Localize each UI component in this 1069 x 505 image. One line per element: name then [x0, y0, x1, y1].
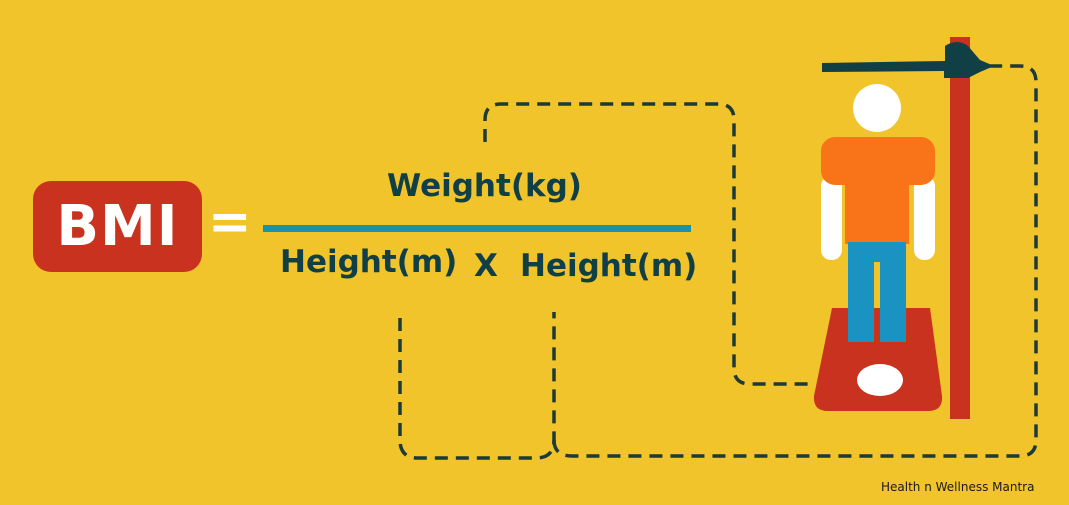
fraction-bar	[263, 225, 691, 232]
formula-denominator-right: Height(m)	[520, 248, 698, 284]
stadiometer-pole	[950, 37, 970, 419]
stadiometer-arm	[822, 42, 994, 78]
formula-multiply-operator: X	[474, 248, 498, 284]
scale-dial-icon	[857, 364, 903, 396]
dashed-connector-weight	[483, 102, 808, 386]
scale-icon	[813, 308, 943, 411]
person-head	[853, 84, 901, 132]
bmi-badge: BMI	[33, 181, 202, 272]
bmi-label: BMI	[56, 193, 179, 259]
dashed-connector-height-right	[552, 64, 1038, 458]
formula-denominator-left: Height(m)	[280, 244, 458, 280]
person-hip	[848, 242, 906, 262]
credit-watermark: Health n Wellness Mantra	[881, 480, 1035, 494]
person-torso-lower	[845, 172, 909, 244]
person-icon	[821, 84, 935, 342]
person-right-arm	[914, 176, 935, 260]
equals-sign: =	[208, 192, 252, 252]
person-left-arm	[821, 176, 842, 260]
dashed-connector-height-left	[398, 312, 556, 460]
formula-numerator: Weight(kg)	[387, 168, 582, 204]
